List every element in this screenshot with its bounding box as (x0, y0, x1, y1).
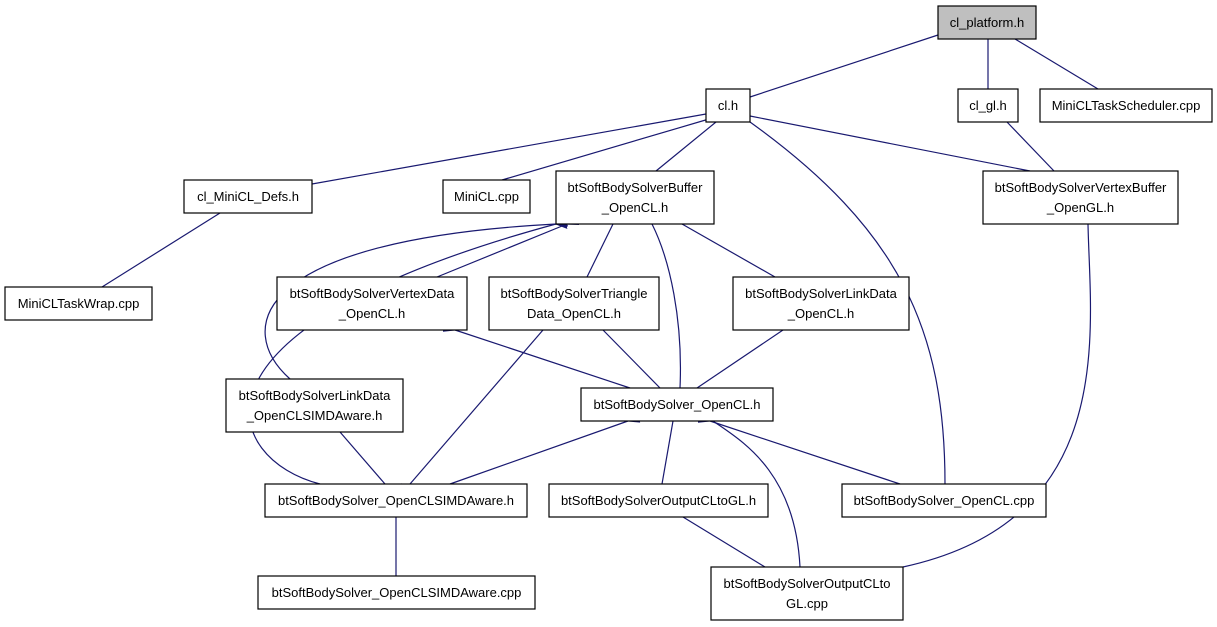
node-buffer_ocl[interactable]: btSoftBodySolverBuffer _OpenCL.h (555, 170, 715, 225)
edge-solver_ocl_h-to-vdata_ocl (455, 330, 631, 389)
node-minicl_cpp[interactable]: MiniCL.cpp (442, 179, 531, 214)
node-box[interactable] (580, 387, 774, 422)
node-label: _OpenGL.h (1046, 200, 1114, 215)
edge-outclgl_cpp-to-outclgl_h (683, 517, 766, 568)
node-cl_minicl_defs[interactable]: cl_MiniCL_Defs.h (183, 179, 313, 214)
node-outclgl_h[interactable]: btSoftBodySolverOutputCLtoGL.h (548, 483, 769, 518)
node-box[interactable] (732, 276, 910, 331)
node-label: cl.h (718, 98, 738, 113)
edge-cl_minicl_defs-to-cl_h (311, 114, 706, 185)
node-solver_simd_cpp[interactable]: btSoftBodySolver_OpenCLSIMDAware.cpp (257, 575, 536, 610)
node-cl_gl_h[interactable]: cl_gl.h (957, 88, 1019, 123)
node-box[interactable] (841, 483, 1047, 518)
node-label: btSoftBodySolverBuffer (568, 180, 704, 195)
edge-cl_h-to-cl_platform (749, 35, 938, 98)
node-box[interactable] (937, 5, 1037, 40)
node-cl_platform[interactable]: cl_platform.h (937, 5, 1037, 40)
node-box[interactable] (1039, 88, 1213, 123)
edge-outclgl_cpp-to-vbuf_ogl (902, 224, 1090, 568)
edge-solver_ocl_h-to-tdata_ocl (603, 330, 661, 389)
node-miniclts[interactable]: MiniCLTaskScheduler.cpp (1039, 88, 1213, 123)
edge-outclgl_h-to-solver_ocl_h (661, 421, 673, 485)
node-label: btSoftBodySolverLinkData (239, 388, 392, 403)
edge-solver_simd_h-to-ldata_simd (340, 432, 386, 485)
node-label: GL.cpp (786, 596, 828, 611)
node-label: _OpenCL.h (787, 306, 855, 321)
node-label: btSoftBodySolverVertexData (290, 286, 456, 301)
node-box[interactable] (548, 483, 769, 518)
node-label: btSoftBodySolver_OpenCLSIMDAware.h (278, 493, 514, 508)
node-ldata_ocl[interactable]: btSoftBodySolverLinkData _OpenCL.h (732, 276, 910, 331)
node-box[interactable] (276, 276, 468, 331)
node-solver_ocl_h[interactable]: btSoftBodySolver_OpenCL.h (580, 387, 774, 422)
node-box[interactable] (705, 88, 751, 123)
edge-buffer_ocl-to-cl_h (655, 122, 716, 172)
node-box[interactable] (488, 276, 660, 331)
node-vdata_ocl[interactable]: btSoftBodySolverVertexData _OpenCL.h (276, 276, 468, 331)
node-label: _OpenCL.h (338, 306, 406, 321)
node-label: cl_platform.h (950, 15, 1024, 30)
node-ldata_simd[interactable]: btSoftBodySolverLinkData _OpenCLSIMDAware… (225, 378, 404, 433)
node-box[interactable] (4, 286, 153, 321)
node-cl_h[interactable]: cl.h (705, 88, 751, 123)
edge-ldata_ocl-to-buffer_ocl (682, 224, 776, 278)
node-box[interactable] (257, 575, 536, 610)
edge-tdata_ocl-to-buffer_ocl (586, 224, 613, 278)
edge-miniclts-to-cl_platform (1015, 39, 1099, 90)
node-label: Data_OpenCL.h (527, 306, 621, 321)
nodes-layer: cl_platform.h cl.h cl_gl.h MiniCLTaskSchedu… (4, 5, 1213, 621)
node-label: btSoftBodySolver_OpenCL.cpp (854, 493, 1035, 508)
node-label: cl_MiniCL_Defs.h (197, 189, 299, 204)
node-box[interactable] (982, 170, 1179, 225)
node-box[interactable] (225, 378, 404, 433)
node-label: btSoftBodySolverTriangle (501, 286, 648, 301)
edge-vdata_ocl-to-buffer_ocl (436, 224, 567, 278)
node-solver_simd_h[interactable]: btSoftBodySolver_OpenCLSIMDAware.h (264, 483, 528, 518)
node-miniclwrap[interactable]: MiniCLTaskWrap.cpp (4, 286, 153, 321)
node-label: btSoftBodySolverLinkData (745, 286, 898, 301)
edge-solver_ocl_cpp-to-solver_ocl_h (710, 421, 901, 485)
node-box[interactable] (555, 170, 715, 225)
edge-solver_ocl_h-to-buffer_ocl (652, 224, 682, 389)
edge-solver_simd_h-to-tdata_ocl (409, 330, 543, 485)
node-label: btSoftBodySolver_OpenCL.h (594, 397, 761, 412)
node-box[interactable] (442, 179, 531, 214)
edge-vbuf_ogl-to-cl_gl_h (1007, 122, 1055, 172)
node-label: MiniCL.cpp (454, 189, 519, 204)
edge-solver_ocl_h-to-ldata_ocl (696, 330, 783, 389)
node-label: MiniCLTaskScheduler.cpp (1052, 98, 1201, 113)
node-box[interactable] (710, 566, 904, 621)
edge-minicl_cpp-to-cl_h (501, 119, 709, 181)
node-box[interactable] (183, 179, 313, 214)
edge-outclgl_cpp-to-solver_ocl_h (713, 421, 801, 568)
node-label: btSoftBodySolverOutputCLtoGL.h (561, 493, 756, 508)
edge-vbuf_ogl-to-cl_h (750, 116, 1031, 172)
node-label: _OpenCL.h (601, 200, 669, 215)
edge-solver_simd_h-to-buffer_ocl (248, 224, 556, 485)
node-box[interactable] (957, 88, 1019, 123)
node-label: btSoftBodySolverVertexBuffer (995, 180, 1167, 195)
edge-miniclwrap-to-cl_minicl_defs (101, 213, 220, 288)
node-label: btSoftBodySolver_OpenCLSIMDAware.cpp (272, 585, 522, 600)
node-label: btSoftBodySolverOutputCLto (724, 576, 891, 591)
node-label: _OpenCLSIMDAware.h (246, 408, 383, 423)
node-label: MiniCLTaskWrap.cpp (18, 296, 140, 311)
node-box[interactable] (264, 483, 528, 518)
node-solver_ocl_cpp[interactable]: btSoftBodySolver_OpenCL.cpp (841, 483, 1047, 518)
edge-solver_simd_h-to-solver_ocl_h (449, 421, 628, 485)
node-label: cl_gl.h (969, 98, 1007, 113)
node-outclgl_cpp[interactable]: btSoftBodySolverOutputCLtoGL.cpp (710, 566, 904, 621)
node-vbuf_ogl[interactable]: btSoftBodySolverVertexBuffer _OpenGL.h (982, 170, 1179, 225)
